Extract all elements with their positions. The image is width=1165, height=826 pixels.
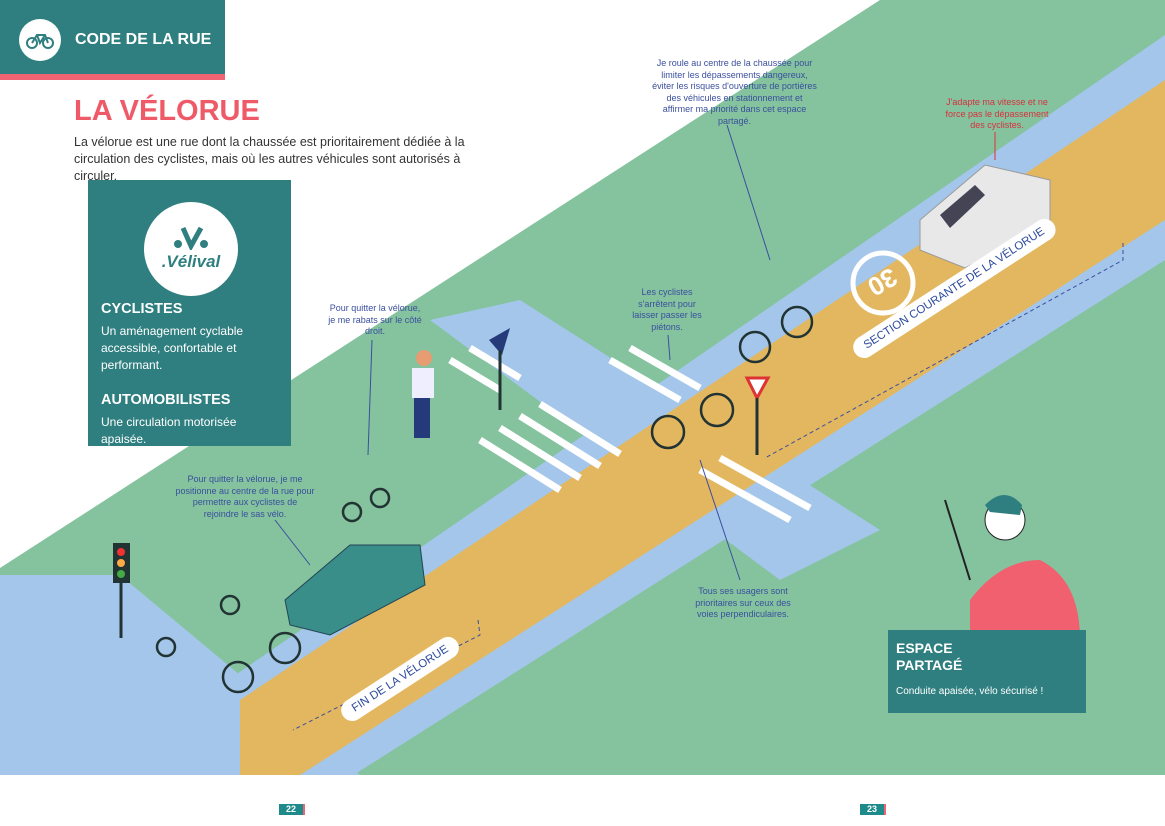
intro-text: La vélorue est une rue dont la chaussée … bbox=[74, 135, 465, 183]
automobilistes-title: AUTOMOBILISTES bbox=[101, 392, 231, 408]
note-positionne: Pour quitter la vélorue, je me positionn… bbox=[175, 474, 315, 519]
velival-brand: .Vélival bbox=[161, 252, 221, 271]
note-vitesse: J'adapte ma vitesse et ne force pas le d… bbox=[945, 97, 1049, 130]
cyclistes-title: CYCLISTES bbox=[101, 301, 183, 317]
page-title: LA VÉLORUE bbox=[74, 95, 260, 127]
presenter-character bbox=[944, 495, 1080, 640]
note-centre: Je roule au centre de la chaussée pour l… bbox=[652, 58, 817, 126]
section-header: CODE DE LA RUE bbox=[0, 0, 225, 80]
section-title: CODE DE LA RUE bbox=[75, 31, 212, 48]
bicycle-icon bbox=[19, 19, 61, 61]
pedestrian bbox=[412, 350, 434, 438]
yield-sign bbox=[489, 328, 771, 455]
note-rabats: Pour quitter la vélorue, je me rabats su… bbox=[328, 303, 422, 336]
cyclistes-text: Un aménagement cyclable accessible, conf… bbox=[101, 324, 244, 372]
velival-logo-icon bbox=[174, 226, 208, 250]
automobilistes-text: Une circulation motorisée apaisée. bbox=[101, 415, 237, 446]
traffic-light bbox=[113, 543, 130, 638]
page-number-right: 23 bbox=[860, 804, 886, 815]
header-stripe bbox=[0, 74, 225, 80]
espace-partage-box: ESPACE PARTAGÉ Conduite apaisée, vélo sé… bbox=[888, 630, 1086, 713]
note-arretent: Les cyclistes s'arrêtent pour laisser pa… bbox=[632, 287, 702, 332]
crosswalk bbox=[448, 344, 812, 524]
cyclists bbox=[155, 305, 814, 694]
note-prioritaires: Tous ses usagers sont prioritaires sur c… bbox=[695, 586, 791, 619]
espace-text: Conduite apaisée, vélo sécurisé ! bbox=[896, 686, 1044, 697]
page-number-left: 22 bbox=[279, 804, 305, 815]
car bbox=[284, 544, 426, 636]
info-panel: .Vélival CYCLISTES Un aménagement cyclab… bbox=[88, 180, 291, 446]
espace-title: ESPACE PARTAGÉ bbox=[896, 640, 963, 673]
velival-logo: .Vélival bbox=[144, 202, 238, 296]
